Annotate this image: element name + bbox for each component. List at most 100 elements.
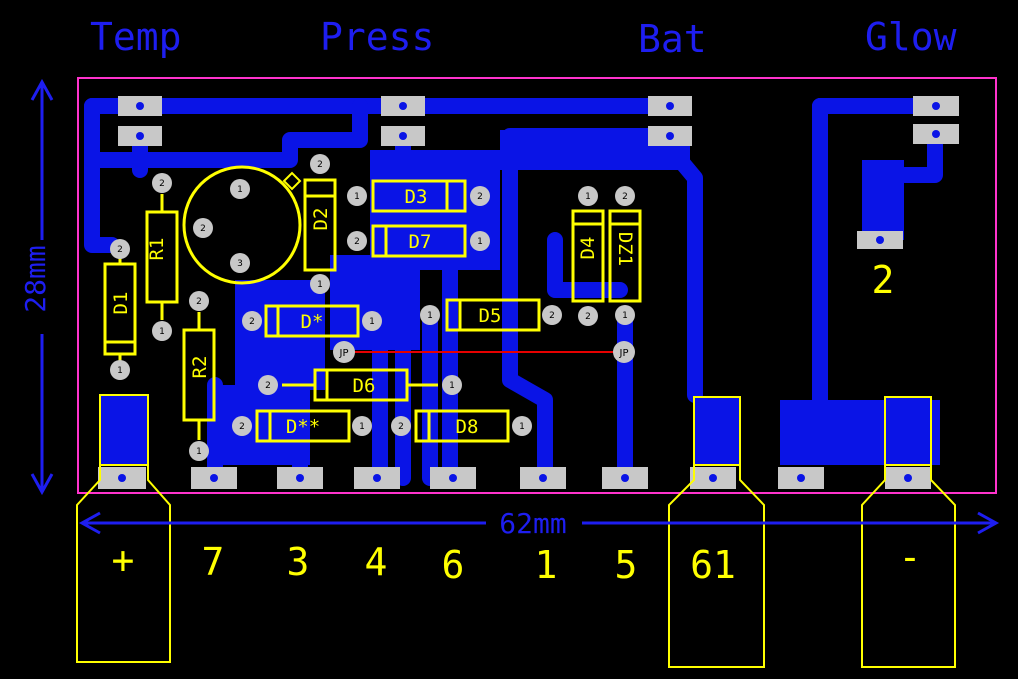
bottom-label-3: 3: [287, 540, 310, 584]
pad-d3-1: 1: [347, 186, 367, 206]
svg-text:2: 2: [196, 297, 202, 307]
pad-d1-1: 1: [110, 360, 130, 380]
pad-d6-1: 1: [442, 375, 462, 395]
dim-vertical-arrow-bottom: [30, 473, 54, 496]
pad-dz1-1: 1: [615, 305, 635, 325]
pad-r1-1: 1: [152, 321, 172, 341]
pad-hole: [118, 474, 126, 482]
connector-outline-minus: [861, 396, 956, 668]
pad-hole: [666, 102, 674, 110]
svg-text:2: 2: [239, 422, 245, 432]
label-press: Press: [320, 15, 434, 59]
pad-hole: [210, 474, 218, 482]
pad-dstar-1: 1: [362, 311, 382, 331]
bottom-label-5: 5: [615, 543, 638, 587]
svg-text:2: 2: [265, 381, 271, 391]
copper-fill-left-block: [215, 385, 310, 465]
pad-hole: [539, 474, 547, 482]
pad-jp-right: JP: [613, 341, 635, 363]
svg-text:2: 2: [622, 192, 628, 202]
pad-r2-2: 2: [189, 291, 209, 311]
pad-hole: [399, 132, 407, 140]
pad-hole: [399, 102, 407, 110]
dstar-body: [264, 304, 360, 338]
bottom-label-minus: -: [899, 535, 922, 579]
pad-d2-2: 2: [310, 154, 330, 174]
pad-r2-1: 1: [189, 441, 209, 461]
label-dstarstar: D**: [286, 416, 320, 438]
pad-d6-2: 2: [258, 375, 278, 395]
dim-vertical-arrow-top: [30, 78, 54, 101]
svg-text:1: 1: [354, 192, 360, 202]
label-d3: D3: [405, 186, 428, 208]
dim-horizontal-arrow-left: [78, 511, 101, 535]
dim-width-label-bg: [486, 510, 582, 536]
pad-d4-2: 2: [578, 306, 598, 326]
svg-text:2: 2: [354, 237, 360, 247]
pad-hole: [373, 474, 381, 482]
label-d2: D2: [310, 208, 332, 231]
svg-text:1: 1: [449, 381, 455, 391]
svg-text:2: 2: [585, 312, 591, 322]
bottom-label-61: 61: [690, 543, 736, 587]
pad-pot-1: 1: [230, 179, 250, 199]
d3-body: [371, 179, 467, 213]
svg-text:1: 1: [369, 317, 375, 327]
svg-text:1: 1: [317, 280, 323, 290]
svg-text:1: 1: [359, 422, 365, 432]
pad-r1-2: 2: [152, 173, 172, 193]
silkscreen-layer: [76, 165, 956, 668]
label-d1: D1: [110, 292, 132, 315]
pad-dstar-2: 2: [242, 311, 262, 331]
pad-hole: [296, 474, 304, 482]
pad-dstarstar-1: 1: [352, 416, 372, 436]
trace-upper-left: [84, 98, 368, 168]
pad-d5-1: 1: [420, 305, 440, 325]
svg-text:2: 2: [117, 245, 123, 255]
d8-body: [414, 409, 510, 443]
label-glow: Glow: [865, 15, 957, 59]
pad-hole: [136, 102, 144, 110]
trimmer-pot-outline: [182, 165, 302, 285]
dim-height-label-bg: [30, 240, 56, 334]
svg-text:1: 1: [519, 422, 525, 432]
bottom-label-plus: +: [112, 538, 135, 582]
svg-text:2: 2: [549, 311, 555, 321]
connector-outline-plus: [76, 394, 171, 663]
pad-pot-3: 3: [230, 253, 250, 273]
pad-jp-left: JP: [333, 341, 355, 363]
pad-hole: [449, 474, 457, 482]
svg-text:1: 1: [622, 311, 628, 321]
pad-d3-2: 2: [470, 186, 490, 206]
pad-d7-1: 1: [470, 231, 490, 251]
top-labels: Temp Press Bat Glow: [90, 15, 957, 61]
power-pad-plus: [99, 394, 149, 466]
trace-center-loop: [547, 232, 628, 298]
pad-hole: [666, 132, 674, 140]
svg-text:1: 1: [477, 237, 483, 247]
glow-pin-number: 2: [872, 258, 895, 302]
pad-d4-1: 1: [578, 186, 598, 206]
pad-d8-1: 1: [512, 416, 532, 436]
pad-hole: [904, 474, 912, 482]
pad-hole: [932, 130, 940, 138]
svg-text:1: 1: [117, 366, 123, 376]
d4-body: [571, 209, 605, 303]
d2-body: [303, 178, 337, 272]
connector-pads: [98, 96, 959, 489]
power-pads: [99, 394, 932, 466]
svg-text:1: 1: [585, 192, 591, 202]
pad-hole: [932, 102, 940, 110]
dz1-body: [608, 209, 642, 303]
power-pad-minus: [884, 396, 932, 466]
label-dz1: DZ1: [614, 232, 636, 266]
label-r2: R2: [189, 356, 211, 379]
pad-hole: [709, 474, 717, 482]
dstarstar-body: [255, 409, 351, 443]
pad-hole: [621, 474, 629, 482]
pad-hole: [876, 236, 884, 244]
board-outline: [77, 77, 997, 494]
pad-dz1-2: 2: [615, 186, 635, 206]
trace-glow-right: [897, 128, 943, 183]
